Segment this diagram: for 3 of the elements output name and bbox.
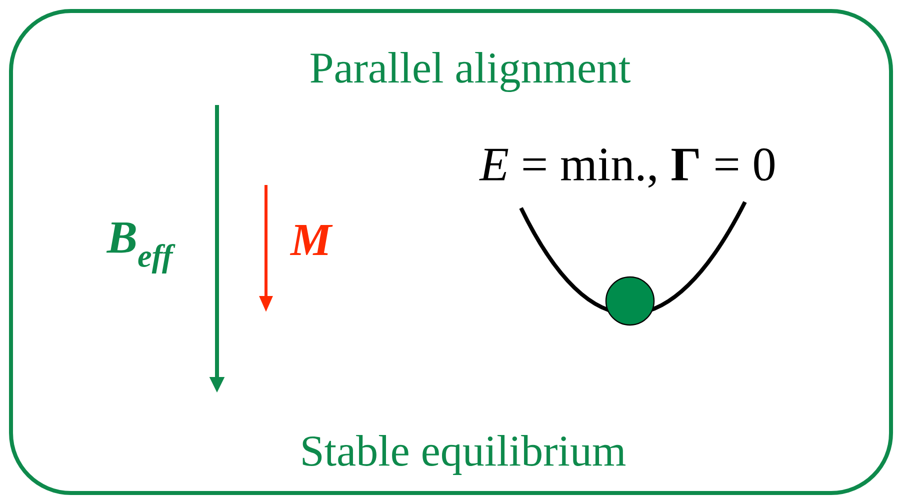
vector-label: B$_{eff}$ xyxy=(106,222,176,274)
energy-formula: E = min., Γ = 0 xyxy=(479,148,774,188)
vector-label: M xyxy=(290,224,333,256)
